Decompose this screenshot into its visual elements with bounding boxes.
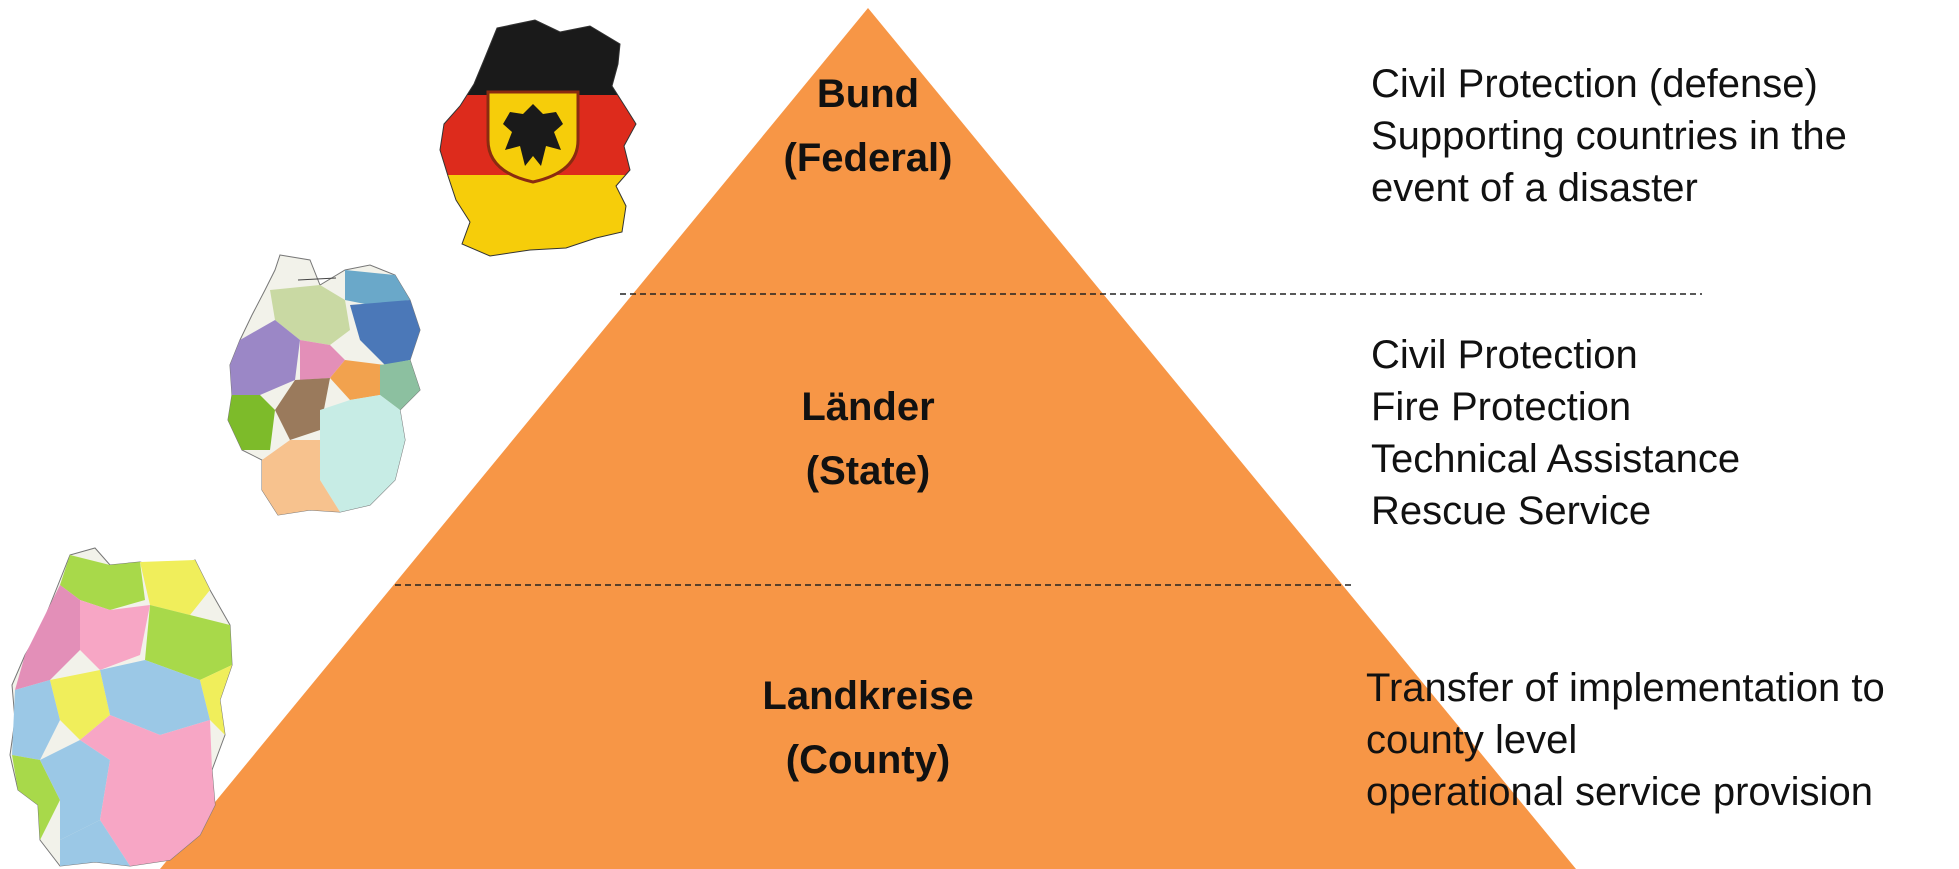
state-duty-1: Civil Protection — [1371, 333, 1638, 377]
level-federal-sub: (Federal) — [783, 136, 953, 180]
pyramid-shape — [160, 8, 1576, 869]
state-duty-3: Technical Assistance — [1371, 437, 1741, 481]
federal-duty-3: event of a disaster — [1371, 166, 1698, 210]
level-county-name: Landkreise — [762, 674, 974, 718]
level-state-name: Länder — [801, 385, 935, 429]
level-federal-name: Bund — [816, 72, 920, 116]
county-duties: Transfer of implementation to county lev… — [1366, 662, 1885, 818]
state-duties: Civil Protection Fire Protection Technic… — [1371, 329, 1740, 537]
county-duty-1: Transfer of implementation to — [1366, 666, 1885, 710]
level-county-label: Landkreise (County) — [762, 664, 973, 792]
federal-duties: Civil Protection (defense) Supporting co… — [1371, 58, 1847, 214]
county-duty-2: county level — [1366, 718, 1578, 762]
level-federal-label: Bund (Federal) — [784, 62, 953, 190]
germany-counties-map-icon — [9, 547, 233, 867]
germany-states-map-icon — [227, 254, 421, 516]
federal-duty-2: Supporting countries in the — [1371, 114, 1847, 158]
federal-duty-1: Civil Protection (defense) — [1371, 62, 1818, 106]
state-duty-4: Rescue Service — [1371, 489, 1652, 533]
county-duty-3: operational service provision — [1366, 770, 1873, 814]
level-state-sub: (State) — [805, 449, 931, 493]
level-state-label: Länder (State) — [801, 375, 934, 503]
level-county-sub: (County) — [785, 738, 951, 782]
state-duty-2: Fire Protection — [1371, 385, 1632, 429]
germany-flag-map-icon — [439, 19, 637, 257]
